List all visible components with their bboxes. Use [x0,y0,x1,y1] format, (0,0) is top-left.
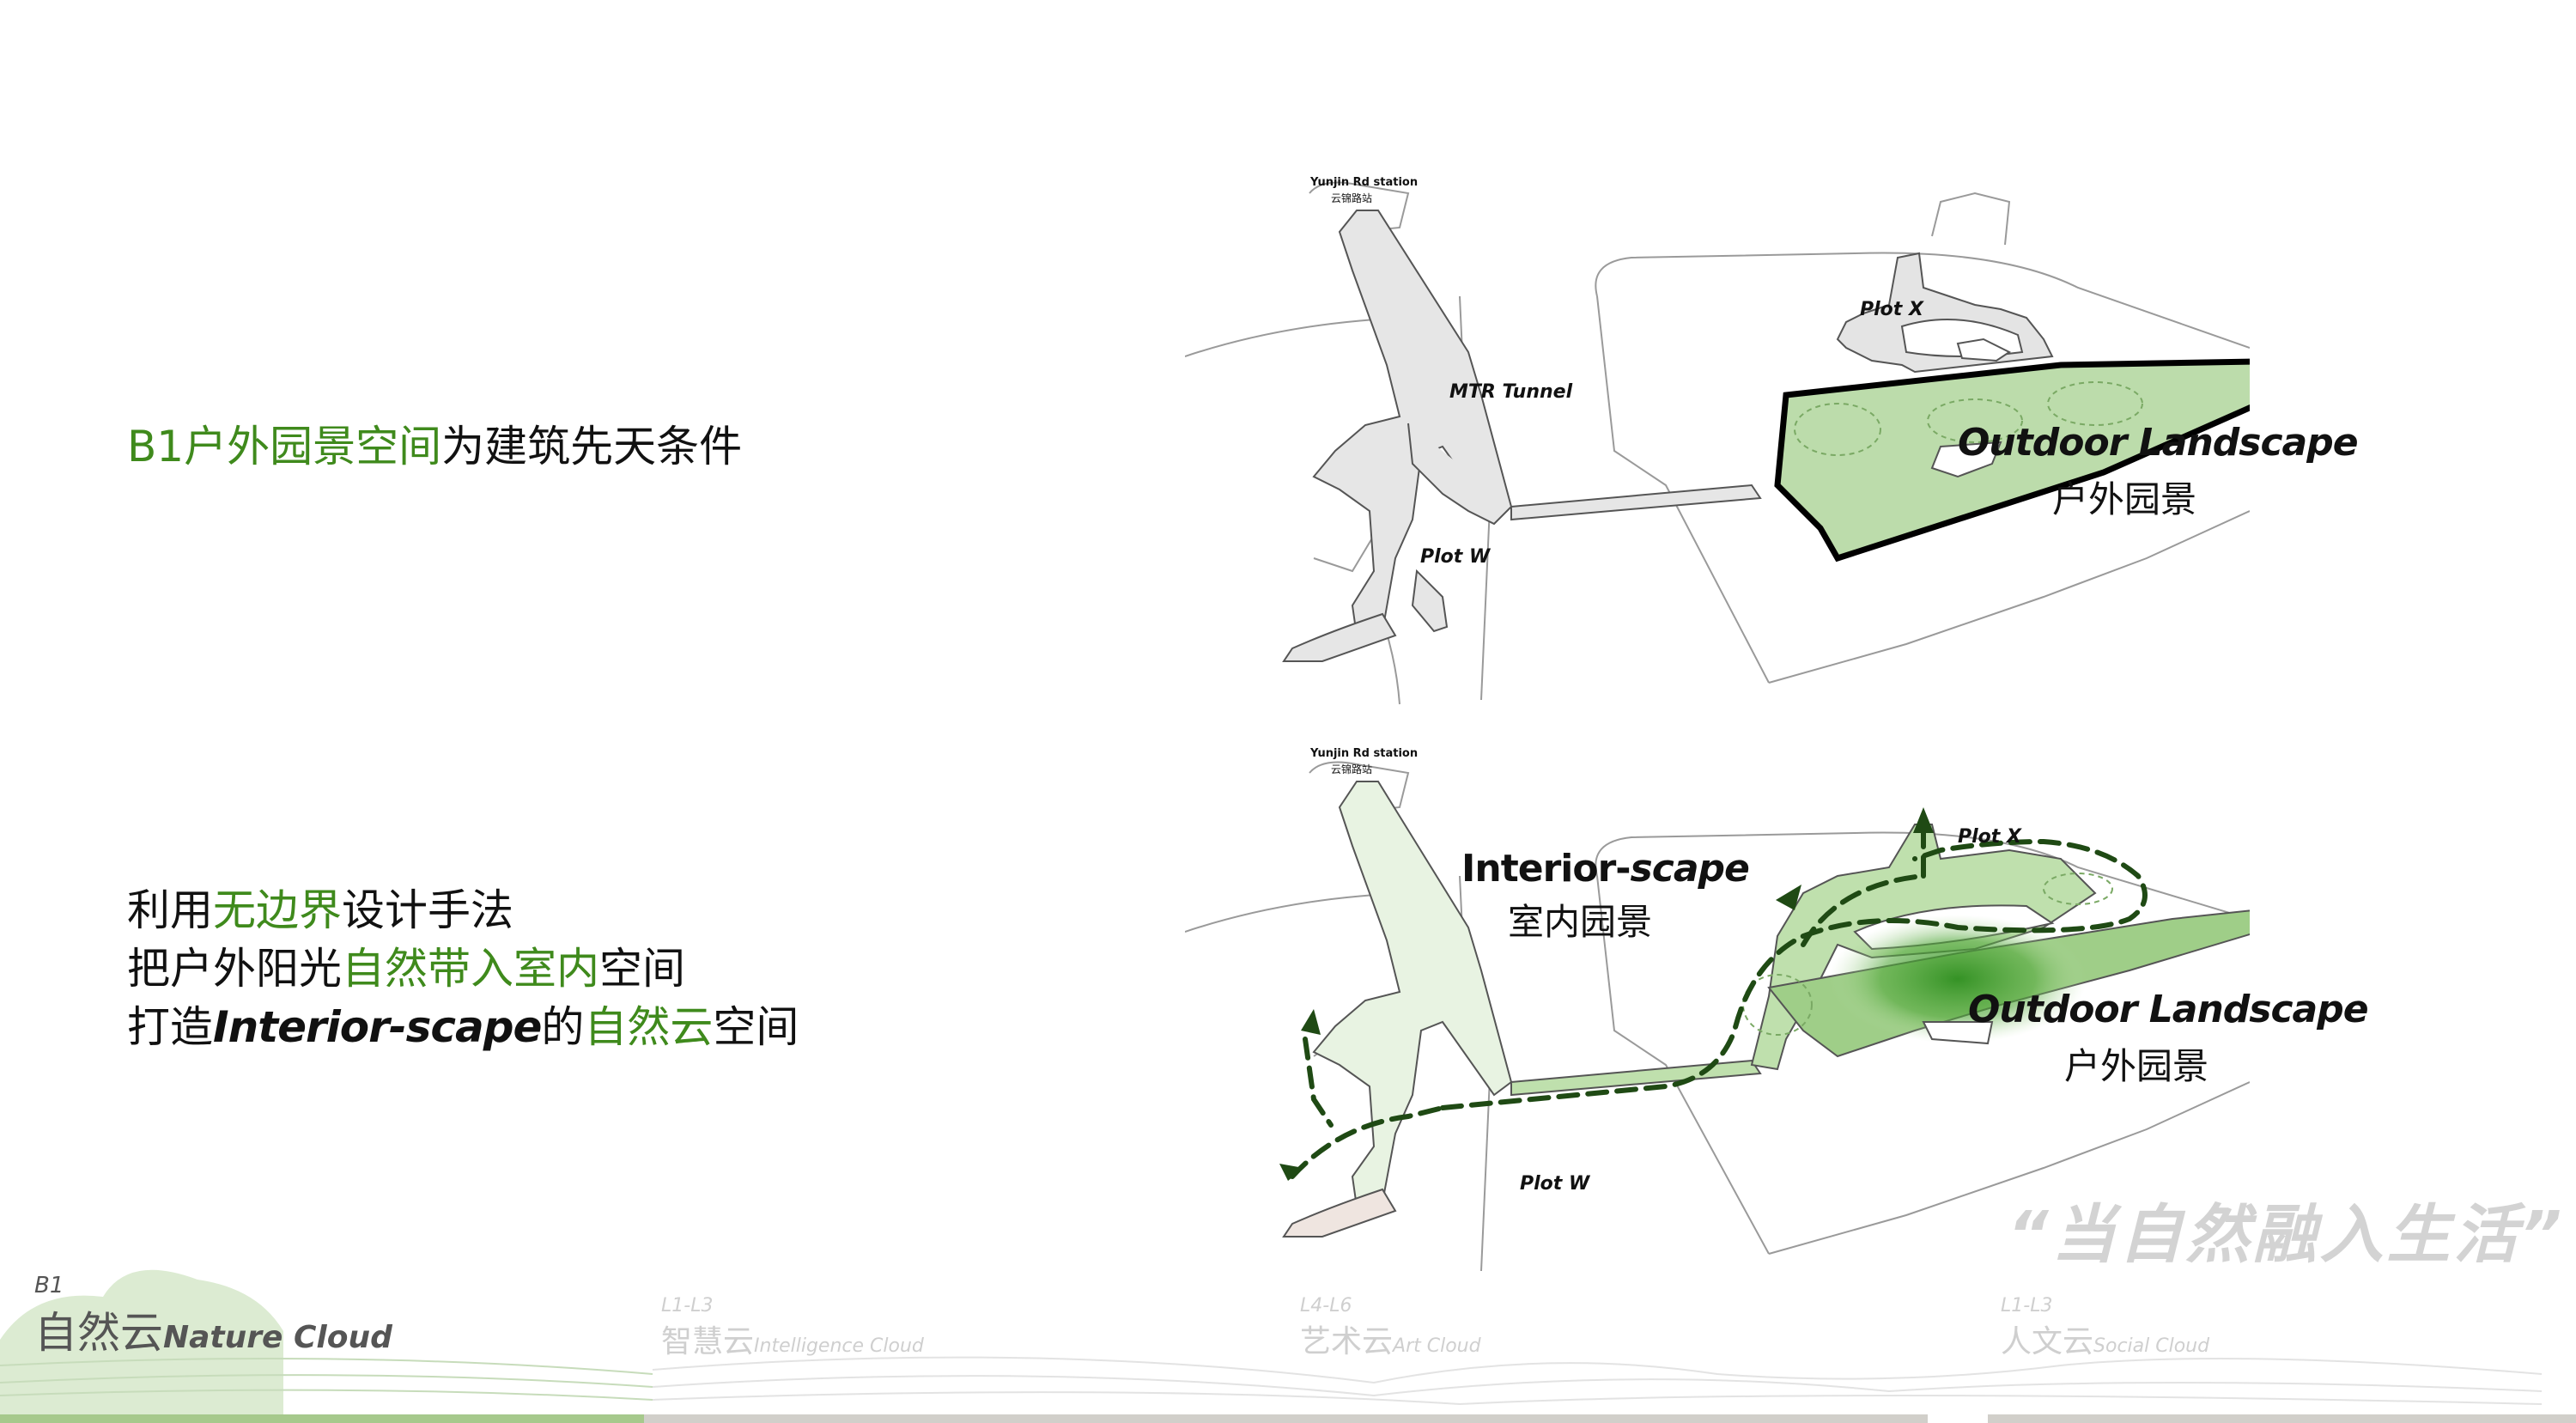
statement-line-1: 利用无边界设计手法 [127,881,799,940]
footer-bar-intelligence [644,1414,1928,1423]
footer-en-name: Intelligence Cloud [754,1335,924,1357]
circulation-path [1290,822,2148,1179]
station-label-en: Yunjin Rd station [1310,747,1419,760]
text-fragment: 设计手法 [342,885,513,935]
station-label-cn: 云锦路站 [1331,192,1373,204]
text-fragment: 空间 [713,1002,799,1052]
interior-label-part: scape [1630,847,1750,891]
block-outline [1768,1081,2250,1255]
mtr-tunnel-green [1282,781,1762,1238]
footer-level: L4-L6 [1300,1295,1352,1317]
mtr-tunnel [1282,210,1762,662]
direction-arrows [1279,807,1934,1181]
highlight-nature-cloud: 自然云 [584,1002,714,1052]
statement-line-3: 打造Interior-scape的自然云空间 [127,998,799,1056]
text-fragment: 空间 [599,944,685,994]
footer-item-art-cloud[interactable]: L4-L6 艺术云Art Cloud [1300,1295,1481,1361]
text-fragment: 把户外阳光 [127,944,342,994]
lawn [1794,403,1881,456]
lawn [2047,381,2143,426]
footer-cn-name: 智慧云 [661,1324,755,1359]
block-outline [1595,252,2250,349]
mtr-tunnel-label: MTR Tunnel [1449,381,1573,403]
b1-plan-interior-scape [1185,761,2250,1272]
plot-x-label: Plot X [1958,826,2021,848]
footer-en-name: Social Cloud [2093,1335,2210,1357]
outdoor-landscape-label-cn: 户外园景 [2064,1045,2209,1087]
footer-bar-social [1988,1414,2576,1423]
interior-scape-label-en: Interior-scape [1461,847,1750,891]
block-outline [1596,875,1770,1255]
station-label-en: Yunjin Rd station [1310,176,1419,189]
sunlight-glow [1829,915,2087,1043]
plot-w-label: Plot W [1520,1173,1590,1195]
text-fragment: 的 [541,1002,585,1052]
footer-decoration [0,1269,2576,1423]
footer-bar-nature [0,1414,644,1423]
interior-label-part: Interior- [1461,847,1631,891]
text-fragment: 打造 [127,1002,213,1052]
platform [1282,612,1397,662]
block-outline [1596,295,1770,684]
footer-en-name: Art Cloud [1393,1335,1481,1357]
platform [1411,569,1449,633]
footer-cn-name: 自然云 [34,1308,163,1358]
block-outline [1768,510,2250,684]
lawn [1927,398,2023,443]
text-fragment: 利用 [127,885,213,935]
plot-x-label: Plot X [1860,299,1923,320]
highlight-borderless: 无边界 [213,885,342,935]
footer-level: L1-L3 [2001,1295,2053,1317]
statement-line-2: 把户外阳光自然带入室内空间 [127,940,799,998]
outdoor-landscape-label-en: Outdoor Landscape [1968,988,2369,1031]
highlight-nature-indoor: 自然带入室内 [342,944,599,994]
outdoor-landscape-label-cn: 户外园景 [2052,478,2197,520]
site-outline [1309,181,1410,233]
footer-cn-name: 人文云 [2001,1324,2094,1359]
statement-rest: 为建筑先天条件 [441,422,743,471]
site-outline [1309,761,1410,812]
lawn [1742,974,1813,1036]
highlight-b1-outdoor: B1户外园景空间 [127,422,442,471]
b1-plan-existing [1185,181,2250,705]
footer-item-nature-cloud[interactable]: B1 自然云Nature Cloud [34,1273,392,1360]
interior-scape-label-cn: 室内园景 [1508,901,1653,943]
footer-level: L1-L3 [661,1295,714,1317]
interior-scape-term: Interior-scape [213,1002,542,1052]
station-label-cn: 云锦路站 [1331,763,1373,775]
slogan-quote: “当自然融入生活” [2008,1198,2566,1272]
footer-cn-name: 艺术云 [1300,1324,1394,1359]
design-statement: 利用无边界设计手法 把户外阳光自然带入室内空间 打造Interior-scape… [127,881,799,1056]
block-outline [1931,192,2011,246]
footer-item-social-cloud[interactable]: L1-L3 人文云Social Cloud [2001,1295,2209,1361]
footer-nav: B1 自然云Nature Cloud L1-L3 智慧云Intelligence… [0,1237,2576,1423]
outdoor-landscape-label-en: Outdoor Landscape [1958,421,2359,465]
lawn [2043,873,2113,905]
intro-statement: B1户外园景空间为建筑先天条件 [127,417,742,476]
footer-level: B1 [34,1273,64,1298]
block-outline [1595,831,2250,920]
plot-w-label: Plot W [1420,546,1491,568]
footer-en-name: Nature Cloud [163,1320,392,1355]
footer-item-intelligence-cloud[interactable]: L1-L3 智慧云Intelligence Cloud [661,1295,924,1361]
outdoor-landscape-zone [1774,358,2250,563]
